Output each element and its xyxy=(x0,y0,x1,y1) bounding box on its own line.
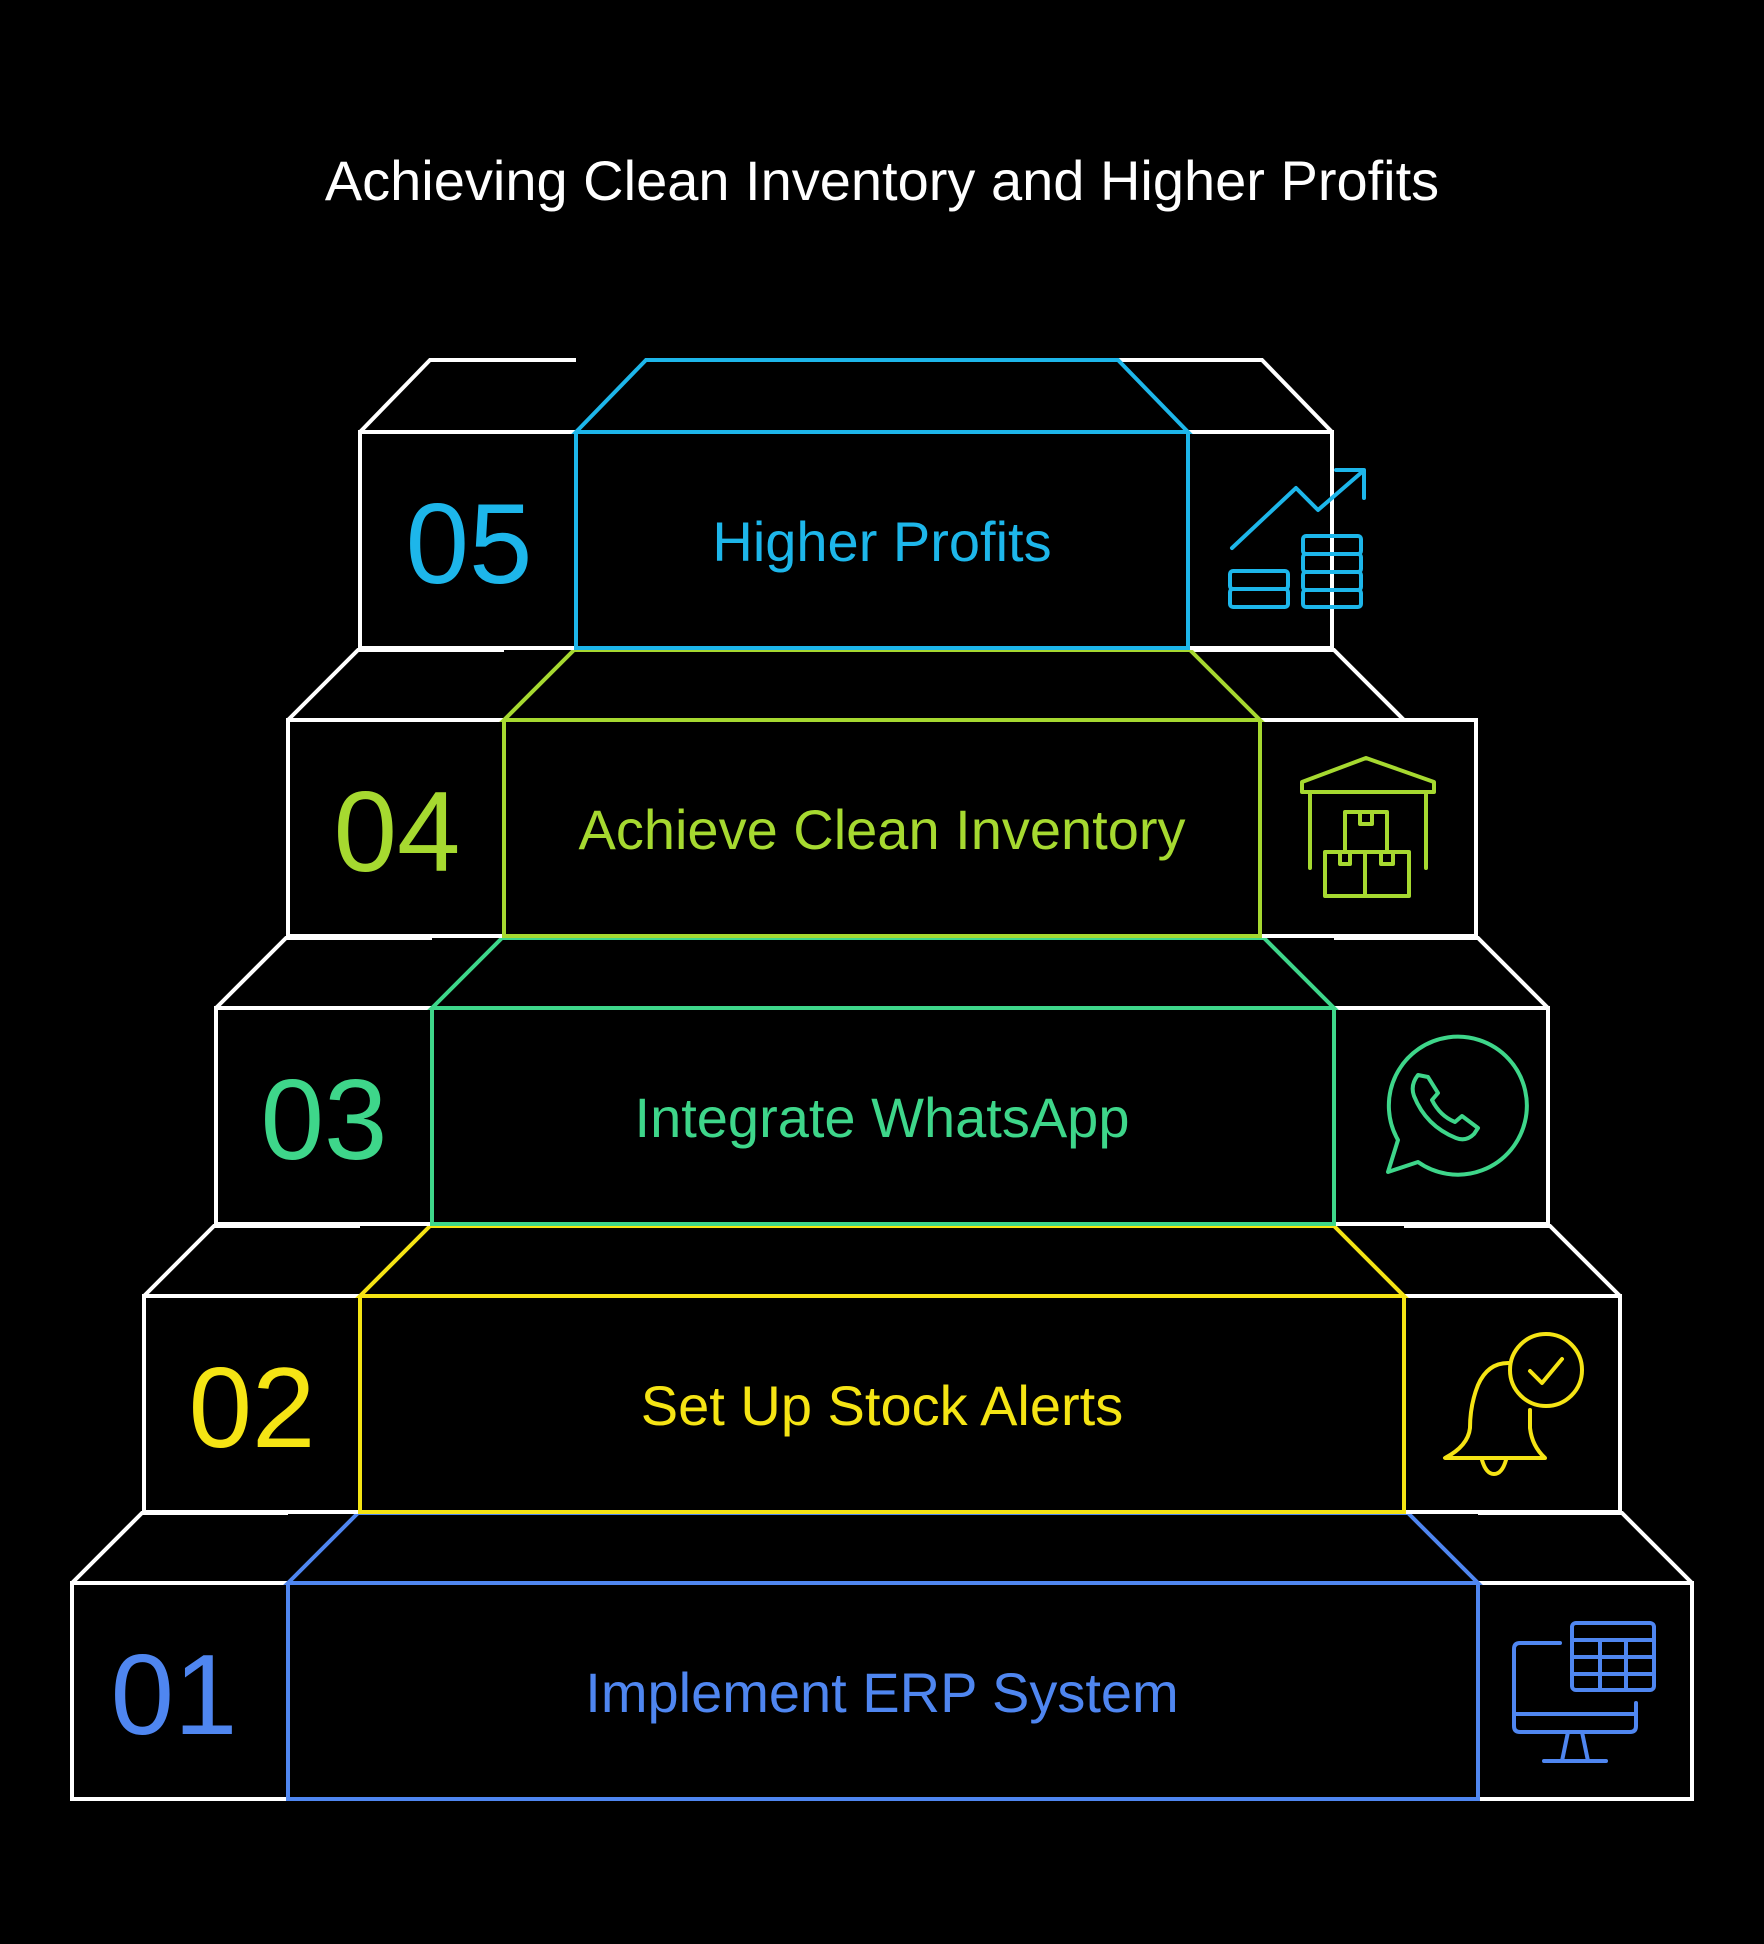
step-label: Set Up Stock Alerts xyxy=(641,1374,1123,1437)
computer-spreadsheet-icon xyxy=(1512,1621,1656,1763)
step-03: 03 Integrate WhatsApp xyxy=(214,936,1550,1226)
step-number: 02 xyxy=(189,1345,316,1472)
step-number: 05 xyxy=(406,481,533,608)
step-04: 04 Achieve Clean Inventory xyxy=(286,648,1478,938)
step-number: 01 xyxy=(111,1632,238,1759)
step-05: 05 Higher Profits xyxy=(358,358,1366,650)
step-01: 01 Implement ERP System xyxy=(70,1511,1694,1801)
step-label: Higher Profits xyxy=(712,510,1051,573)
bell-check-icon xyxy=(1443,1332,1584,1476)
step-number: 04 xyxy=(334,769,461,896)
step-label: Achieve Clean Inventory xyxy=(578,798,1185,861)
coins-growth-icon xyxy=(1228,468,1366,609)
diagram-title: Achieving Clean Inventory and Higher Pro… xyxy=(325,149,1439,212)
step-label: Integrate WhatsApp xyxy=(635,1086,1130,1149)
step-label: Implement ERP System xyxy=(585,1661,1178,1724)
step-number: 03 xyxy=(261,1057,388,1184)
warehouse-boxes-icon xyxy=(1300,756,1436,898)
whatsapp-icon xyxy=(1386,1034,1529,1177)
step-02: 02 Set Up Stock Alerts xyxy=(142,1224,1622,1514)
